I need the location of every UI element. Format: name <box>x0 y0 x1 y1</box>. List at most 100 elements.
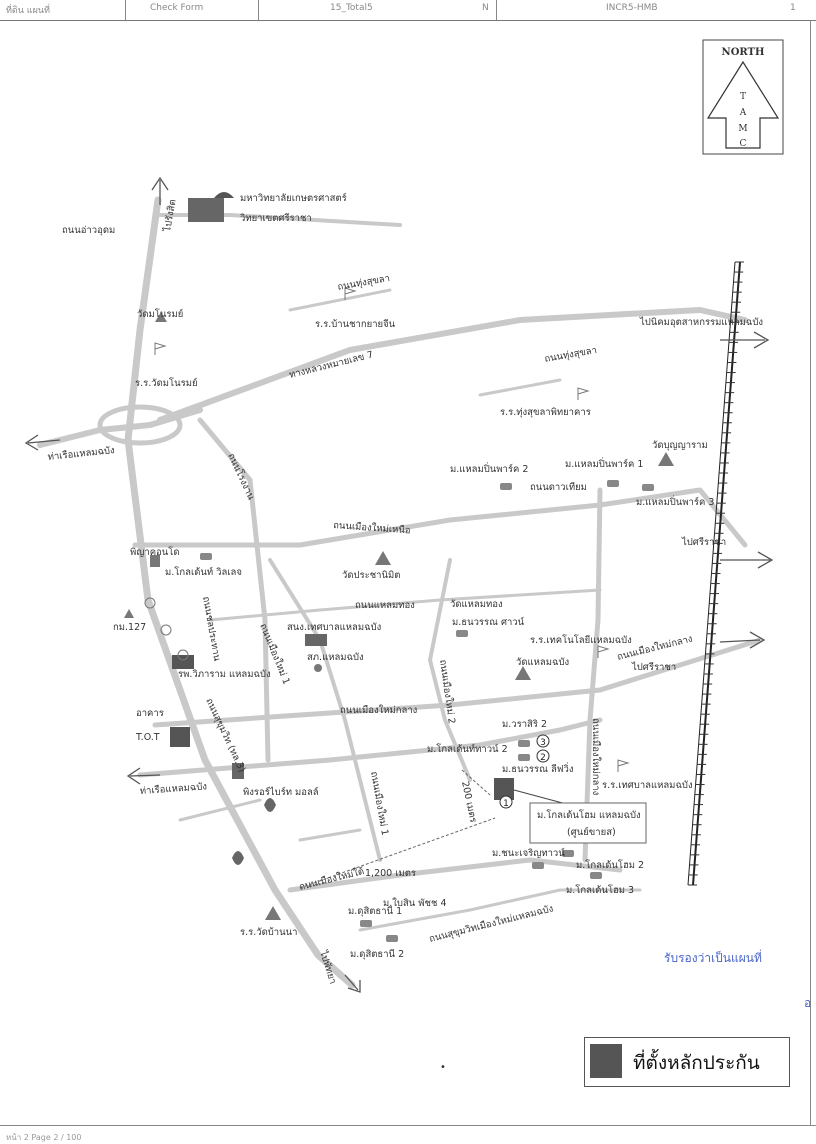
label-kaset-univ: มหาวิทยาลัยเกษตรศาสตร์ <box>240 192 347 204</box>
label-school-tech: ร.ร.เทคโนโลยีแหลมฉบัง <box>530 634 632 646</box>
label-mb-kol-villa: ม.โกลเด้นท์ วิลเลจ <box>165 566 242 578</box>
numbered-markers <box>499 734 550 809</box>
label-mb-park-1: ม.แหลมปิ่นพาร์ค 1 <box>565 457 643 470</box>
document-footer: หน้า 2 Page 2 / 100 <box>0 1125 816 1144</box>
label-rd-mid-vertical: ถนนเมืองใหม่กลาง <box>590 718 602 795</box>
road-rong-ngan <box>197 417 271 763</box>
road-kaset <box>158 213 402 227</box>
label-km127: กม.127 <box>113 622 146 633</box>
label-target-2: (ศูนย์ขายส) <box>567 826 616 838</box>
label-wat-laem-thong: วัดแหลมทอง <box>450 599 503 610</box>
label-to-rangsit: ไปรังสิต <box>161 198 179 233</box>
road-to-harbor <box>137 717 603 778</box>
label-rd-sukhum-2: ถนนสุขุมวิทเมืองใหม่แหลมฉบัง <box>428 902 555 944</box>
marker-2: 2 <box>540 753 546 763</box>
housing-icon <box>642 484 654 491</box>
arrow-pattaya <box>344 974 361 993</box>
label-school-thung: ร.ร.ทุ่งสุขลาพิทยาคาร <box>500 407 591 418</box>
housing-icon <box>386 935 398 942</box>
road-minor-2 <box>178 798 262 822</box>
tree-icon <box>264 798 276 812</box>
legend-swatch <box>590 1044 622 1078</box>
arrow-sriracha <box>720 551 774 569</box>
label-mb-dusit-2: ม.ดุสิตธานี 2 <box>350 948 404 960</box>
label-school-ban: ร.ร.บ้านชากยายจีน <box>315 318 396 330</box>
roundabout-icon <box>177 649 189 661</box>
label-rd-south: ถนนเมืองใหม่ใต้ <box>298 865 366 893</box>
label-to-sriracha: ไปศรีราชา <box>681 536 726 548</box>
label-rd-thungsukhla-2: ถนนทุ่งสุขลา <box>544 345 598 365</box>
road-laem-thong <box>208 588 602 622</box>
road-thungsukhla-2 <box>478 378 562 397</box>
north-letter-4: C <box>740 139 747 149</box>
building-icon <box>150 555 160 567</box>
header-cell-2: Check Form <box>150 3 204 13</box>
police-icon <box>314 664 322 672</box>
label-samnak: สนง.เทศบาลแหลมฉบัง <box>287 622 381 633</box>
temple-icon <box>265 906 281 920</box>
label-pol: สภ.แหลมฉบัง <box>307 652 364 663</box>
label-mb-dusit-1: ม.ดุสิตธานี 1 <box>348 905 402 917</box>
stamp-text: รับรองว่าเป็นแผนที่ <box>664 949 762 965</box>
housing-icon <box>500 483 512 490</box>
label-mb-tanawan-2: ม.ธนวรรณ ลีฟวิ่ง <box>502 762 573 775</box>
direction-arrows <box>24 176 774 993</box>
label-wat-laem: วัดแหลมฉบัง <box>516 657 569 668</box>
label-mb-wara: ม.วราสิริ 2 <box>502 719 547 730</box>
label-target-1: ม.โกลเด้นโฮม แหลมฉบัง <box>537 809 641 821</box>
housing-icon <box>518 740 530 747</box>
north-arrow: NORTH T A M C <box>702 39 784 155</box>
arrow-harbor-2 <box>126 767 161 785</box>
roundabout-icon <box>160 624 172 636</box>
tot-building-icon <box>170 727 190 747</box>
label-school-laem: ร.ร.เทศบาลแหลมฉบัง <box>602 780 693 791</box>
roundabout-icon <box>144 597 156 609</box>
housing-icon <box>562 850 574 857</box>
label-tot-2: T.O.T <box>135 732 160 743</box>
label-kaset-campus: วิทยาเขตศรีราชา <box>239 212 311 224</box>
label-mb-bunsin: ม.ใบสิน พัชช 4 <box>383 897 447 909</box>
label-rd-muang-2: ถนนเมืองใหม่ 2 <box>437 659 458 725</box>
label-rd-chon: ถนนชลประทาน <box>200 596 222 663</box>
label-mb-hana: ม.ชนะเจริญทาวน์ <box>492 847 565 859</box>
temple-icon <box>658 452 674 466</box>
housing-icon <box>518 754 530 761</box>
tree-icon <box>232 851 244 865</box>
label-to-port: ไปนิคมอุตสาหกรรมแหลมฉบัง <box>639 316 763 328</box>
dot-mark: • <box>440 1062 446 1073</box>
label-dist-1200: 1,200 เมตร <box>365 868 416 879</box>
road-minor <box>298 828 362 842</box>
mall-icon <box>232 763 244 779</box>
flag-icon <box>577 387 590 400</box>
label-rd-north: ถนนเมืองใหม่เหนือ <box>333 519 411 536</box>
temple-icon <box>155 312 167 322</box>
label-to-harbor-left: ท่าเรือแหลมฉบัง <box>47 445 115 463</box>
label-mb-kol-town: ม.โกลเด้นท์ทาวน์ 2 <box>427 743 508 755</box>
road-sukhumvit <box>124 196 356 989</box>
label-rd-mid-2: ถนนเมืองใหม่กลาง <box>340 704 417 716</box>
label-mb-tanawan: ม.ธนวรรณ ศาวน์ <box>452 616 525 628</box>
arrow-harbor-left <box>24 434 61 451</box>
header-cell-6: 1 <box>790 3 796 13</box>
label-mb-park-3: ม.แหลมปิ่นพาร์ค 3 <box>636 495 714 508</box>
north-letter-3: M <box>738 124 747 134</box>
arrow-port <box>720 331 770 349</box>
road-muang-mai-2 <box>428 558 472 782</box>
north-letter-2: A <box>739 108 747 118</box>
road-muang-mai-north <box>132 487 748 548</box>
road-highway-7 <box>157 307 748 423</box>
road-thungsukhla-1 <box>288 288 392 312</box>
label-to-harbor-2: ท่าเรือแหลมฉบัง <box>139 781 207 797</box>
label-school-wat: ร.ร.วัดมโนรมย์ <box>135 377 198 389</box>
road-muang-mai-mid <box>152 637 763 728</box>
label-mb-golden-2: ม.โกลเด้นโฮม 2 <box>576 859 644 871</box>
label-dist-200: 200 เมตร <box>459 780 478 823</box>
header-cell-5: INCR5-HMB <box>606 3 658 13</box>
header-cell-4: N <box>482 3 489 13</box>
legend-text: ที่ตั้งหลักประกัน <box>633 1052 760 1074</box>
arrow-sriracha-2 <box>719 631 766 649</box>
label-pinyo: พิญาคอนโด <box>130 546 180 558</box>
housing-icon <box>532 862 544 869</box>
